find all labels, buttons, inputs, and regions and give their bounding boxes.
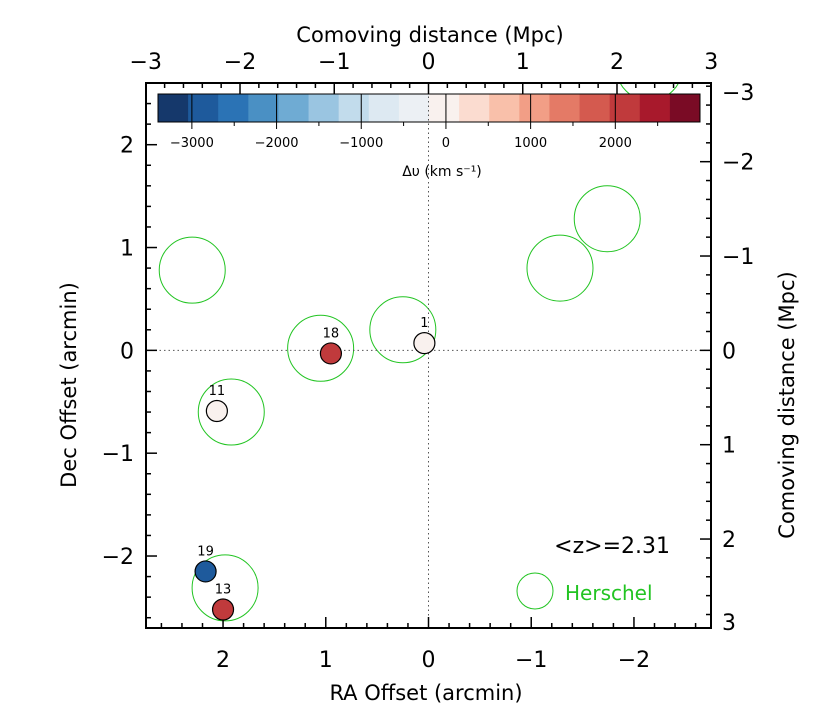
colorbar-segment-0 <box>158 94 189 122</box>
colorbar: −3000 −2000 −1000 0 1000 2000 <box>157 93 701 151</box>
colorbar-segment-7 <box>368 94 400 122</box>
colorbar-segment-10 <box>459 94 490 122</box>
colorbar-tick-label: −1000 <box>339 136 383 151</box>
top-tick-label: 1 <box>516 50 530 75</box>
top-tick-label: −1 <box>318 50 350 75</box>
x-tick-label: −2 <box>618 648 650 673</box>
top-tick-label: 3 <box>704 50 718 75</box>
herschel-circles <box>158 83 680 622</box>
colorbar-segment-15 <box>609 94 641 122</box>
galaxy-marker-1 <box>413 332 436 355</box>
top-axis-label: Comoving distance (Mpc) <box>296 23 563 47</box>
galaxy-label-11: 11 <box>209 384 226 399</box>
galaxy-label-1: 1 <box>420 316 428 331</box>
y-axis-label: Dec Offset (arcmin) <box>57 282 81 488</box>
colorbar-label: Δυ (km s⁻¹) <box>402 164 482 180</box>
legend-herschel-circle <box>516 572 554 610</box>
herschel-circles-clipped <box>158 83 680 622</box>
herschel-circle-7 <box>619 83 680 102</box>
right-tick-label: 0 <box>722 339 736 364</box>
colorbar-tick-label: −2000 <box>255 136 299 151</box>
y-tick-label: −1 <box>102 442 134 467</box>
right-tick-label: 1 <box>722 434 736 459</box>
mean-redshift-annotation: <z>=2.31 <box>554 534 670 559</box>
y-tick-label: −2 <box>102 545 134 570</box>
colorbar-segment-14 <box>579 94 611 122</box>
colorbar-segment-12 <box>519 94 550 122</box>
top-tick-label: −3 <box>130 50 162 75</box>
colorbar-segment-13 <box>549 94 581 122</box>
colorbar-tick-label: −3000 <box>170 136 214 151</box>
galaxy-marker-11 <box>205 399 228 423</box>
legend-herschel-label: Herschel <box>565 581 653 605</box>
colorbar-segment-8 <box>398 94 430 122</box>
colorbar-segment-1 <box>188 94 219 122</box>
herschel-circle-4 <box>573 185 641 253</box>
galaxy-marker-18 <box>319 342 343 365</box>
galaxy-markers: 1 18 11 19 13 <box>194 316 436 621</box>
colorbar-segment-4 <box>278 94 310 122</box>
top-tick-label: −2 <box>224 50 256 75</box>
colorbar-tick-label: 2000 <box>599 136 632 151</box>
right-axis-label: Comoving distance (Mpc) <box>775 271 799 538</box>
right-tick-label: −3 <box>722 81 754 106</box>
colorbar-segment-17 <box>669 94 701 122</box>
galaxy-label-13: 13 <box>215 582 232 597</box>
herschel-circle-6 <box>191 554 259 622</box>
colorbar-tick-label: 1000 <box>514 136 547 151</box>
colorbar-segment-3 <box>248 94 279 122</box>
x-tick-label: −1 <box>515 648 547 673</box>
right-tick-label: −2 <box>722 151 754 176</box>
herschel-circle-1 <box>287 314 355 382</box>
herschel-circle-3 <box>526 234 594 302</box>
x-tick-label: 2 <box>216 648 230 673</box>
colorbar-segment-5 <box>308 94 340 122</box>
y-tick-label: 1 <box>120 237 134 262</box>
colorbar-tick-label: 0 <box>442 136 450 151</box>
y-tick-label: 0 <box>120 339 134 364</box>
herschel-circle-5 <box>197 378 265 446</box>
herschel-circle-0 <box>158 236 226 304</box>
herschel-circle-2 <box>369 296 437 364</box>
galaxy-label-19: 19 <box>197 544 214 559</box>
galaxy-marker-19 <box>194 560 217 583</box>
colorbar-segment-16 <box>639 94 671 122</box>
x-axis-label: RA Offset (arcmin) <box>329 681 522 705</box>
galaxy-label-18: 18 <box>323 326 340 341</box>
galaxy-marker-13 <box>211 598 235 621</box>
colorbar-segment-11 <box>489 94 520 122</box>
colorbar-segment-2 <box>218 94 249 122</box>
right-tick-label: −1 <box>722 245 754 270</box>
y-tick-label: 2 <box>120 134 134 159</box>
colorbar-segment-6 <box>338 94 370 122</box>
right-tick-label: 3 <box>722 611 736 636</box>
top-tick-label: 0 <box>422 50 436 75</box>
x-tick-label: 1 <box>319 648 333 673</box>
x-tick-label: 0 <box>422 648 436 673</box>
top-tick-label: 2 <box>610 50 624 75</box>
colorbar-segment-9 <box>429 94 460 122</box>
right-tick-label: 2 <box>722 528 736 553</box>
